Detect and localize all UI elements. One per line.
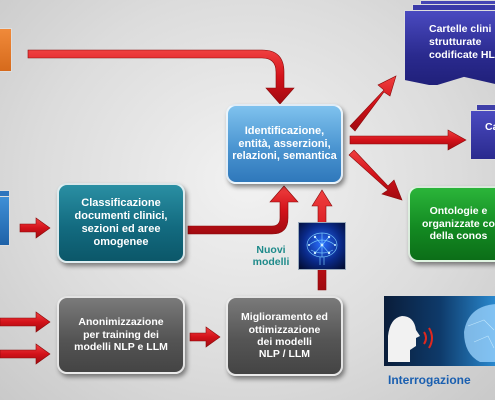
arrow-left-to-classificazione <box>19 217 51 239</box>
nuovi-modelli-label: Nuovi modelli <box>252 244 290 269</box>
anonimizzazione-label: Anonimizzazione per training dei modelli… <box>74 316 168 354</box>
miglioramento-box: Miglioramento ed ottimizzazione dei mode… <box>226 296 343 376</box>
cartelle-label: Cartelle clini strutturate codificate HL <box>429 23 495 61</box>
arrow-anonimizzazione-to-miglioramento <box>189 326 221 348</box>
ontologie-label: Ontologie e organizzate co della conos <box>422 205 495 243</box>
arrow-classificazione-to-identificazione <box>187 185 299 235</box>
blue-document-icon <box>0 196 10 246</box>
brain-network-icon <box>298 222 346 270</box>
ontologie-box: Ontologie e organizzate co della conos <box>408 186 495 262</box>
arrow-left-to-anonimizzazione-1 <box>0 311 51 333</box>
anonimizzazione-box: Anonimizzazione per training dei modelli… <box>57 296 185 374</box>
cartelle-cliniche-document: Cartelle clini strutturate codificate HL <box>404 10 495 86</box>
identificazione-label: Identificazione, entità, asserzioni, rel… <box>232 124 337 163</box>
miglioramento-label: Miglioramento ed ottimizzazione dei mode… <box>241 311 328 361</box>
orange-document-icon <box>0 28 12 72</box>
arrow-left-to-anonimizzazione-2 <box>0 343 51 365</box>
arrow-identificazione-to-cartelle <box>349 75 397 132</box>
ca-document: Ca <box>470 110 495 160</box>
arrow-top-to-identificazione <box>27 49 295 105</box>
arrow-identificazione-to-ca <box>349 129 467 151</box>
identificazione-box: Identificazione, entità, asserzioni, rel… <box>226 104 343 184</box>
face-voice-icon <box>384 296 495 366</box>
ca-label: Ca <box>485 121 495 133</box>
arrow-identificazione-to-ontologie <box>348 149 403 201</box>
interrogazione-label: Interrogazione <box>388 373 471 387</box>
classificazione-box: Classificazione documenti clinici, sezio… <box>57 183 185 263</box>
classificazione-label: Classificazione documenti clinici, sezio… <box>74 197 168 248</box>
